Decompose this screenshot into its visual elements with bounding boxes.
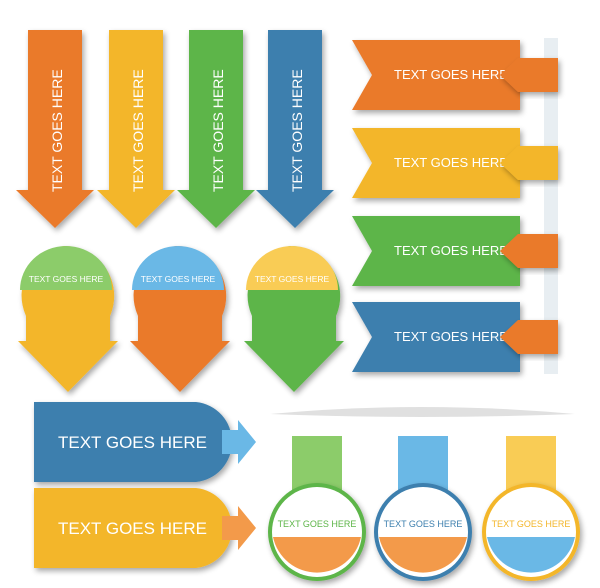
ribbon-banners-group: TEXT GOES HERE TEXT GOES HERE TEXT GOES …	[352, 38, 558, 374]
hanging-circle: TEXT GOES HERE	[482, 436, 580, 581]
ribbon-tab-arrow-icon	[500, 234, 558, 268]
horizontal-tag-label: TEXT GOES HERE	[58, 519, 207, 538]
round-arrow: TEXT GOES HERE	[18, 245, 118, 392]
ribbon-banner: TEXT GOES HERE	[352, 216, 558, 286]
ribbon-shape	[352, 302, 520, 372]
hanging-circle-label: TEXT GOES HERE	[384, 519, 463, 529]
ribbon-label: TEXT GOES HERE	[394, 67, 508, 82]
vertical-arrow: TEXT GOES HERE	[177, 30, 255, 228]
horizontal-tag-shape	[34, 402, 233, 482]
round-arrows-group: TEXT GOES HERE TEXT GOES HERE TEXT GOES …	[18, 245, 344, 392]
vertical-arrow-shape	[256, 30, 334, 228]
hanging-circle-fill	[379, 537, 467, 573]
ribbon-tab-arrow-icon	[500, 146, 558, 180]
hanging-circle-label: TEXT GOES HERE	[492, 519, 571, 529]
vertical-arrow-label: TEXT GOES HERE	[49, 69, 65, 192]
vertical-arrow: TEXT GOES HERE	[16, 30, 94, 228]
horizontal-tag-shape	[34, 488, 233, 568]
ribbon-tab-arrow-icon	[500, 320, 558, 354]
ribbon-label: TEXT GOES HERE	[394, 155, 508, 170]
horizontal-tag-label: TEXT GOES HERE	[58, 433, 207, 452]
vertical-arrow: TEXT GOES HERE	[256, 30, 334, 228]
hanging-circle-fill	[487, 537, 575, 573]
horizontal-tag: TEXT GOES HERE	[34, 488, 256, 568]
ribbon-shape	[352, 128, 520, 198]
vertical-arrows-group: TEXT GOES HERE TEXT GOES HERE TEXT GOES …	[16, 30, 334, 228]
vertical-arrow: TEXT GOES HERE	[97, 30, 175, 228]
ribbon-shape	[352, 40, 520, 110]
ribbon-post	[544, 38, 558, 374]
round-arrow: TEXT GOES HERE	[130, 245, 230, 392]
ribbon-label: TEXT GOES HERE	[394, 243, 508, 258]
ribbon-banner: TEXT GOES HERE	[352, 40, 558, 110]
round-arrow-label: TEXT GOES HERE	[141, 274, 216, 284]
horizontal-tag-arrow-icon	[222, 506, 256, 550]
horizontal-tags-group: TEXT GOES HERE TEXT GOES HERE	[34, 402, 256, 568]
ribbon-banner: TEXT GOES HERE	[352, 128, 558, 198]
round-arrow-label: TEXT GOES HERE	[29, 274, 104, 284]
round-arrow-cap	[132, 246, 224, 290]
vertical-arrow-shape	[97, 30, 175, 228]
hanging-circles-group: TEXT GOES HERE TEXT GOES HERE TEXT GOES …	[268, 407, 580, 581]
ribbon-banner: TEXT GOES HERE	[352, 302, 558, 372]
shelf-shadow	[270, 407, 575, 417]
hanging-circle: TEXT GOES HERE	[374, 436, 472, 581]
hanging-circle-fill	[273, 537, 361, 573]
hanging-circle-label: TEXT GOES HERE	[278, 519, 357, 529]
ribbon-tab-arrow-icon	[500, 58, 558, 92]
vertical-arrow-shape	[16, 30, 94, 228]
ribbon-shape	[352, 216, 520, 286]
vertical-arrow-label: TEXT GOES HERE	[210, 69, 226, 192]
vertical-arrow-label: TEXT GOES HERE	[130, 69, 146, 192]
horizontal-tag: TEXT GOES HERE	[34, 402, 256, 482]
round-arrow-cap	[246, 246, 338, 290]
round-arrow-cap	[20, 246, 112, 290]
ribbon-label: TEXT GOES HERE	[394, 329, 508, 344]
round-arrow-label: TEXT GOES HERE	[255, 274, 330, 284]
round-arrow: TEXT GOES HERE	[244, 245, 344, 392]
hanging-circle: TEXT GOES HERE	[268, 436, 366, 581]
vertical-arrow-shape	[177, 30, 255, 228]
horizontal-tag-arrow-icon	[222, 420, 256, 464]
vertical-arrow-label: TEXT GOES HERE	[289, 69, 305, 192]
